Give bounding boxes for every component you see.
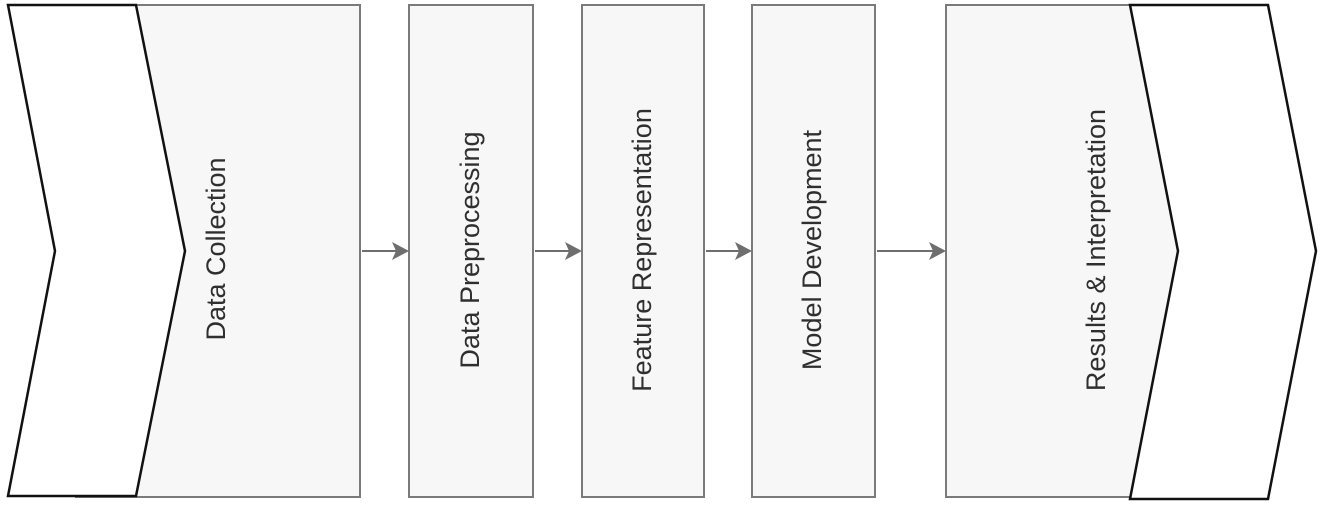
connector-arrow-2 <box>535 242 582 260</box>
stage-label-data-collection: Data Collection <box>201 157 231 340</box>
connector-arrow-4 <box>877 242 946 260</box>
stage-label-results-interpretation: Results & Interpretation <box>1081 109 1111 391</box>
stage-label-feature-representation: Feature Representation <box>627 108 657 392</box>
end-chevron-shape <box>1128 3 1318 501</box>
connector-arrow-3 <box>706 242 752 260</box>
stage-box-feature-representation <box>581 4 705 498</box>
stage-label-data-preprocessing: Data Preprocessing <box>455 131 485 368</box>
stage-box-results-interpretation <box>945 4 1179 498</box>
stage-box-model-development <box>751 4 876 498</box>
connector-arrow-1 <box>362 242 409 260</box>
stage-label-model-development: Model Development <box>797 129 827 370</box>
start-chevron-shape <box>6 3 187 498</box>
stage-box-data-preprocessing <box>408 4 534 498</box>
